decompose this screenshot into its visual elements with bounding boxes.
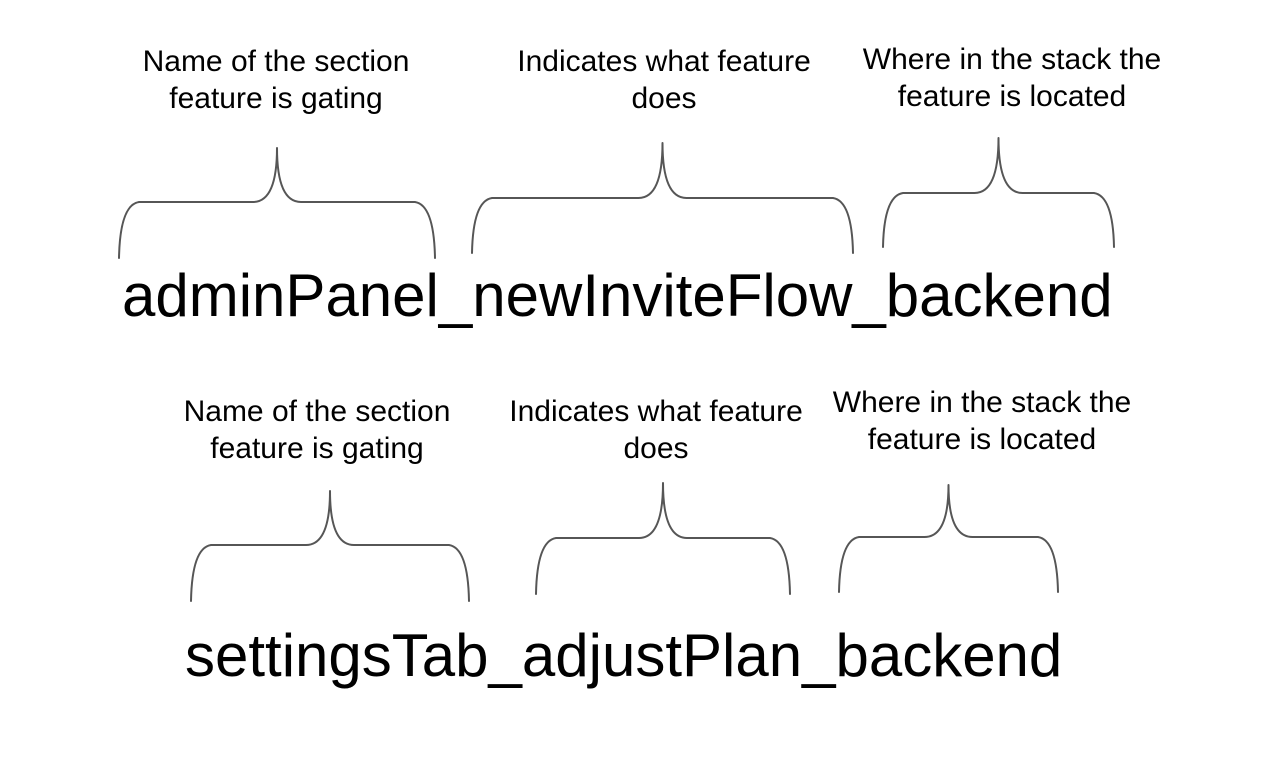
annotation-label-line: Indicates what feature <box>517 45 811 78</box>
curly-brace-path <box>471 142 854 254</box>
annotation-label-line: Name of the section <box>142 45 410 78</box>
curly-brace <box>471 142 854 254</box>
curly-brace <box>535 482 791 595</box>
curly-brace-path <box>882 137 1115 248</box>
annotation-label-line: Where in the stack the <box>832 386 1132 419</box>
feature-flag-name: adminPanel_newInviteFlow_backend <box>122 262 1113 329</box>
curly-brace-path <box>535 482 791 595</box>
curly-brace-path <box>118 147 436 259</box>
segment-annotation-label: Name of the section feature is gating <box>143 43 410 117</box>
curly-brace-path <box>838 484 1059 593</box>
segment-annotation-label: Indicates what feature does <box>509 393 803 467</box>
annotation-label-line: feature is gating <box>210 432 424 465</box>
curly-brace-path <box>190 490 470 602</box>
curly-brace <box>190 490 470 602</box>
annotation-label-line: feature is located <box>867 423 1097 456</box>
annotation-label-line: Name of the section <box>183 395 451 428</box>
curly-brace <box>118 147 436 259</box>
segment-annotation-label: Where in the stack the feature is located <box>833 384 1131 458</box>
curly-brace <box>882 137 1115 248</box>
segment-annotation-label: Where in the stack the feature is located <box>863 41 1161 115</box>
segment-annotation-label: Indicates what feature does <box>517 43 811 117</box>
curly-brace <box>838 484 1059 593</box>
segment-annotation-label: Name of the section feature is gating <box>184 393 451 467</box>
feature-flag-name: settingsTab_adjustPlan_backend <box>185 622 1063 689</box>
annotation-label-line: feature is located <box>897 80 1127 113</box>
annotation-label-line: Indicates what feature <box>509 395 803 428</box>
annotation-label-line: feature is gating <box>169 82 383 115</box>
annotation-label-line: Where in the stack the <box>862 43 1162 76</box>
annotation-label-line: does <box>631 82 697 115</box>
annotation-label-line: does <box>623 432 689 465</box>
